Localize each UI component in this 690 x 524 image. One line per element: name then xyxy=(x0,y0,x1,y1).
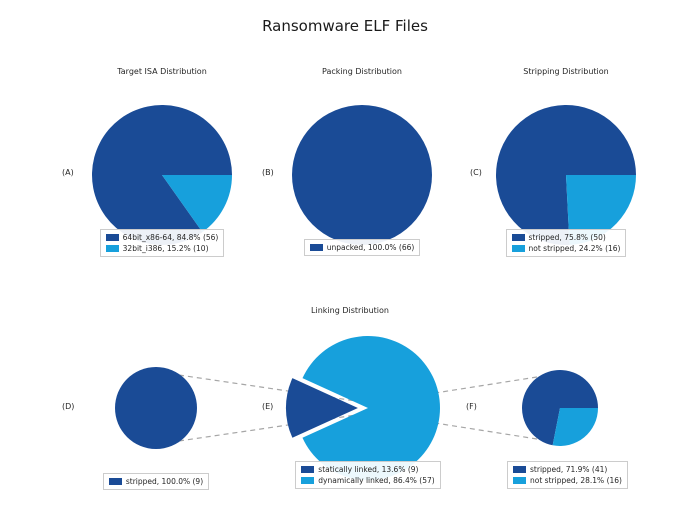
panel-label-f: (F) xyxy=(466,402,477,411)
legend-dynamic-stripping: stripped, 71.9% (41) not stripped, 28.1% … xyxy=(490,461,645,489)
legend-entry: 64bit_x86-64, 84.8% (56) xyxy=(105,233,219,242)
legend-swatch xyxy=(105,234,119,241)
legend-linking: statically linked, 13.6% (9) dynamically … xyxy=(278,461,458,489)
pie-slice-stripped xyxy=(496,105,636,245)
pie-chart-target-isa xyxy=(92,105,232,246)
pie-slice-32bit-i386 xyxy=(162,175,232,233)
legend-label: not stripped, 28.1% (16) xyxy=(530,476,622,485)
pie-chart-stripping xyxy=(496,105,636,245)
pie-slice-not-stripped xyxy=(552,408,598,446)
subplot-title-stripping: Stripping Distribution xyxy=(523,67,609,76)
legend-entry: stripped, 71.9% (41) xyxy=(513,465,622,474)
legend-label: 32bit_i386, 15.2% (10) xyxy=(122,244,209,253)
legend-label: stripped, 71.9% (41) xyxy=(530,465,608,474)
pie-slice-unpacked xyxy=(292,105,432,245)
legend-box: stripped, 71.9% (41) not stripped, 28.1% … xyxy=(507,461,628,489)
legend-entry: dynamically linked, 86.4% (57) xyxy=(301,476,435,485)
legend-packing: unpacked, 100.0% (66) xyxy=(287,239,437,256)
pie-chart-static-stripping xyxy=(115,367,197,449)
legend-swatch xyxy=(309,244,323,251)
pie-slice-dynamically-linked xyxy=(302,336,440,480)
legend-entry: 32bit_i386, 15.2% (10) xyxy=(105,244,219,253)
legend-entry: statically linked, 13.6% (9) xyxy=(301,465,434,474)
panel-label-b: (B) xyxy=(262,168,274,177)
legend-stripping: stripped, 75.8% (50) not stripped, 24.2% … xyxy=(486,229,646,257)
legend-label: unpacked, 100.0% (66) xyxy=(326,243,415,252)
legend-label: 64bit_x86-64, 84.8% (56) xyxy=(122,233,219,242)
pie-chart-packing xyxy=(292,105,432,245)
legend-swatch xyxy=(301,466,315,473)
legend-target-isa: 64bit_x86-64, 84.8% (56) 32bit_i386, 15.2… xyxy=(77,229,247,257)
legend-entry: not stripped, 28.1% (16) xyxy=(513,476,622,485)
pie-slice-64bit-x86-64 xyxy=(92,105,232,246)
subplot-title-target-isa: Target ISA Distribution xyxy=(117,67,207,76)
legend-box: 64bit_x86-64, 84.8% (56) 32bit_i386, 15.2… xyxy=(99,229,225,257)
legend-label: dynamically linked, 86.4% (57) xyxy=(318,476,435,485)
legend-swatch xyxy=(105,245,119,252)
legend-box: unpacked, 100.0% (66) xyxy=(303,239,421,256)
pie-slice-stripped xyxy=(115,367,197,449)
legend-box: stripped, 100.0% (9) xyxy=(102,473,210,490)
legend-entry: stripped, 100.0% (9) xyxy=(108,477,204,486)
legend-static-stripping: stripped, 100.0% (9) xyxy=(81,473,231,490)
panel-label-e: (E) xyxy=(262,402,274,411)
legend-swatch xyxy=(511,234,525,241)
pie-slice-stripped xyxy=(522,370,598,446)
legend-entry: stripped, 75.8% (50) xyxy=(511,233,621,242)
legend-swatch xyxy=(513,477,527,484)
legend-swatch xyxy=(301,477,315,484)
legend-swatch xyxy=(108,478,122,485)
pie-chart-linking xyxy=(285,336,440,480)
pie-chart-dynamic-stripping xyxy=(522,370,598,446)
legend-label: not stripped, 24.2% (16) xyxy=(528,244,621,253)
legend-label: statically linked, 13.6% (9) xyxy=(318,465,419,474)
legend-box: stripped, 75.8% (50) not stripped, 24.2% … xyxy=(505,229,627,257)
figure-title: Ransomware ELF Files xyxy=(262,17,428,35)
panel-label-c: (C) xyxy=(470,168,482,177)
subplot-title-packing: Packing Distribution xyxy=(322,67,402,76)
legend-swatch xyxy=(511,245,525,252)
panel-label-a: (A) xyxy=(62,168,74,177)
panel-label-d: (D) xyxy=(62,402,75,411)
legend-entry: not stripped, 24.2% (16) xyxy=(511,244,621,253)
legend-swatch xyxy=(513,466,527,473)
legend-label: stripped, 75.8% (50) xyxy=(528,233,606,242)
legend-entry: unpacked, 100.0% (66) xyxy=(309,243,415,252)
legend-box: statically linked, 13.6% (9) dynamically … xyxy=(295,461,441,489)
pie-slice-not-stripped xyxy=(566,175,636,245)
pie-slice-statically-linked xyxy=(285,378,358,438)
legend-label: stripped, 100.0% (9) xyxy=(125,477,204,486)
subplot-title-linking: Linking Distribution xyxy=(311,306,389,315)
